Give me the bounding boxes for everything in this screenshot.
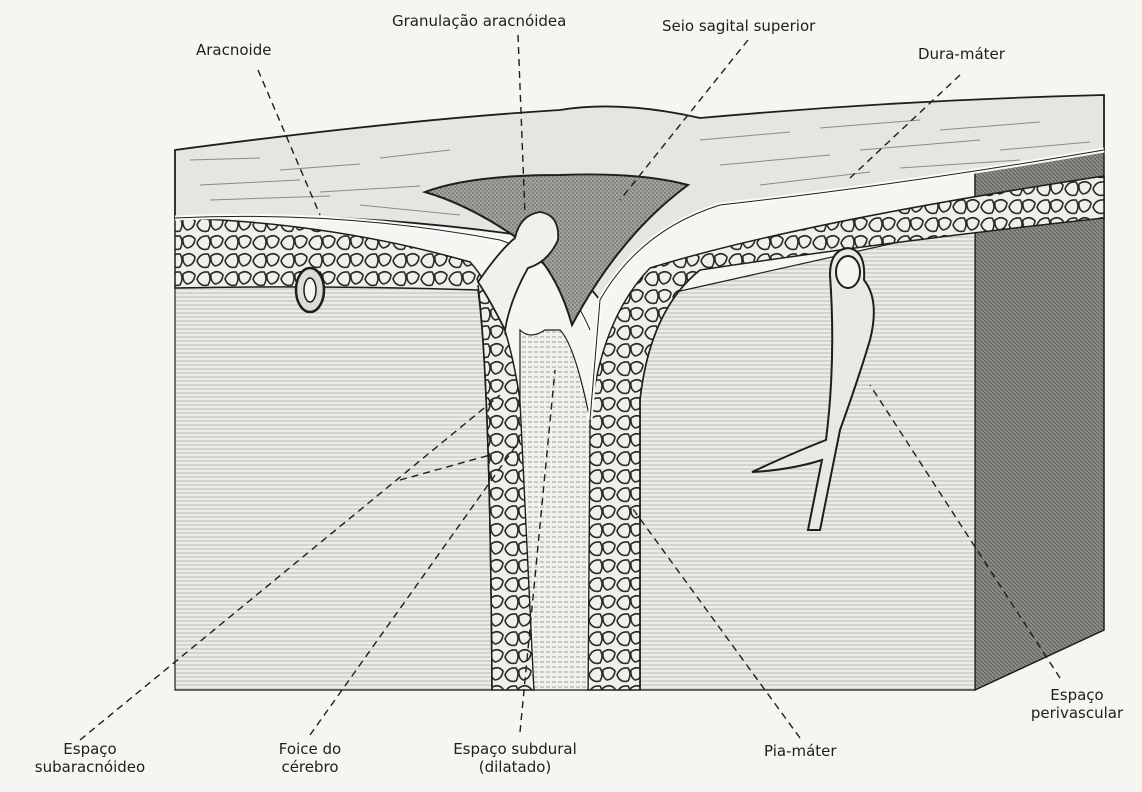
label-dura-text: Dura-máter — [918, 45, 1005, 63]
left-hemisphere-face — [175, 285, 492, 690]
label-pia-text: Pia-máter — [764, 742, 837, 760]
label-pia: Pia-máter — [764, 742, 837, 760]
label-espaco-sub-line1: Espaço — [10, 740, 170, 758]
label-granulacao-text: Granulação aracnóidea — [392, 12, 566, 30]
label-perivascular-line2: perivascular — [1018, 704, 1136, 722]
label-aracnoide: Aracnoide — [196, 41, 271, 59]
label-granulacao: Granulação aracnóidea — [392, 12, 566, 30]
label-seio: Seio sagital superior — [662, 17, 815, 35]
label-subdural-line2: (dilatado) — [425, 758, 605, 776]
label-dura: Dura-máter — [918, 45, 1005, 63]
label-espaco-sub-line2: subaracnóideo — [10, 758, 170, 776]
label-subdural-line1: Espaço subdural — [425, 740, 605, 758]
label-espaco-perivascular: Espaço perivascular — [1018, 686, 1136, 722]
label-perivascular-line1: Espaço — [1018, 686, 1136, 704]
label-foice-line1: Foice do — [255, 740, 365, 758]
label-foice: Foice do cérebro — [255, 740, 365, 776]
label-foice-line2: cérebro — [255, 758, 365, 776]
label-aracnoide-text: Aracnoide — [196, 41, 271, 59]
label-espaco-subdural: Espaço subdural (dilatado) — [425, 740, 605, 776]
label-seio-text: Seio sagital superior — [662, 17, 815, 35]
label-espaco-subaracnoideo: Espaço subaracnóideo — [10, 740, 170, 776]
